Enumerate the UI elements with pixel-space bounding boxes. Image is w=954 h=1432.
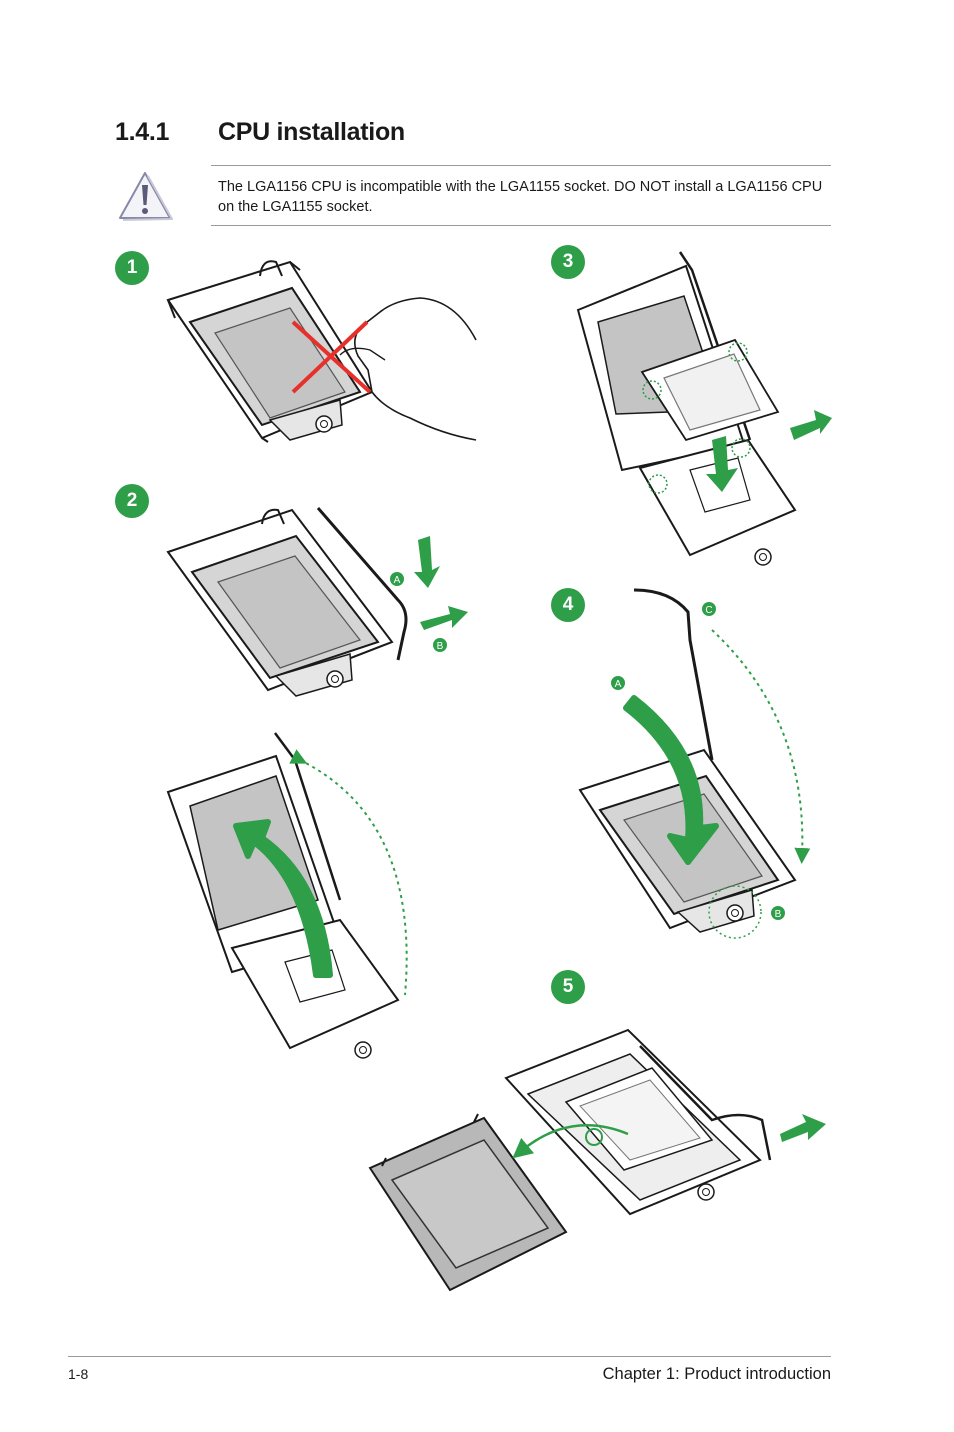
step-5-remove-cap-illustration [368, 1028, 826, 1292]
step-4-label-c: C [705, 605, 712, 616]
step-1-socket-illustration [166, 260, 477, 443]
step-2-socket-illustration: A B [166, 507, 468, 697]
step-2-open-plate-illustration [166, 732, 408, 1059]
step-1-badge: 1 [115, 251, 149, 285]
note-text: The LGA1156 CPU is incompatible with the… [218, 179, 823, 215]
note-top-rule [211, 165, 831, 166]
step-4-badge: 4 [551, 588, 585, 622]
step-4-close-plate-illustration: A B C [578, 588, 811, 939]
step-3-cpu-insert-illustration [576, 251, 832, 566]
section-title: CPU installation [218, 118, 405, 146]
step-5-badge: 5 [551, 970, 585, 1004]
step-2-label-b: B [437, 641, 444, 652]
chapter-title: Chapter 1: Product introduction [602, 1365, 831, 1383]
note-bottom-rule [211, 225, 831, 226]
warning-triangle-icon [119, 172, 173, 221]
page-number: 1-8 [68, 1366, 89, 1382]
step-4-label-b: B [775, 909, 782, 920]
footer-rule [68, 1356, 831, 1357]
step-4-label-a: A [615, 679, 622, 690]
step-2-badge: 2 [115, 484, 149, 518]
step-2-label-a: A [394, 575, 401, 586]
section-number: 1.4.1 [115, 118, 170, 146]
step-3-badge: 3 [551, 245, 585, 279]
